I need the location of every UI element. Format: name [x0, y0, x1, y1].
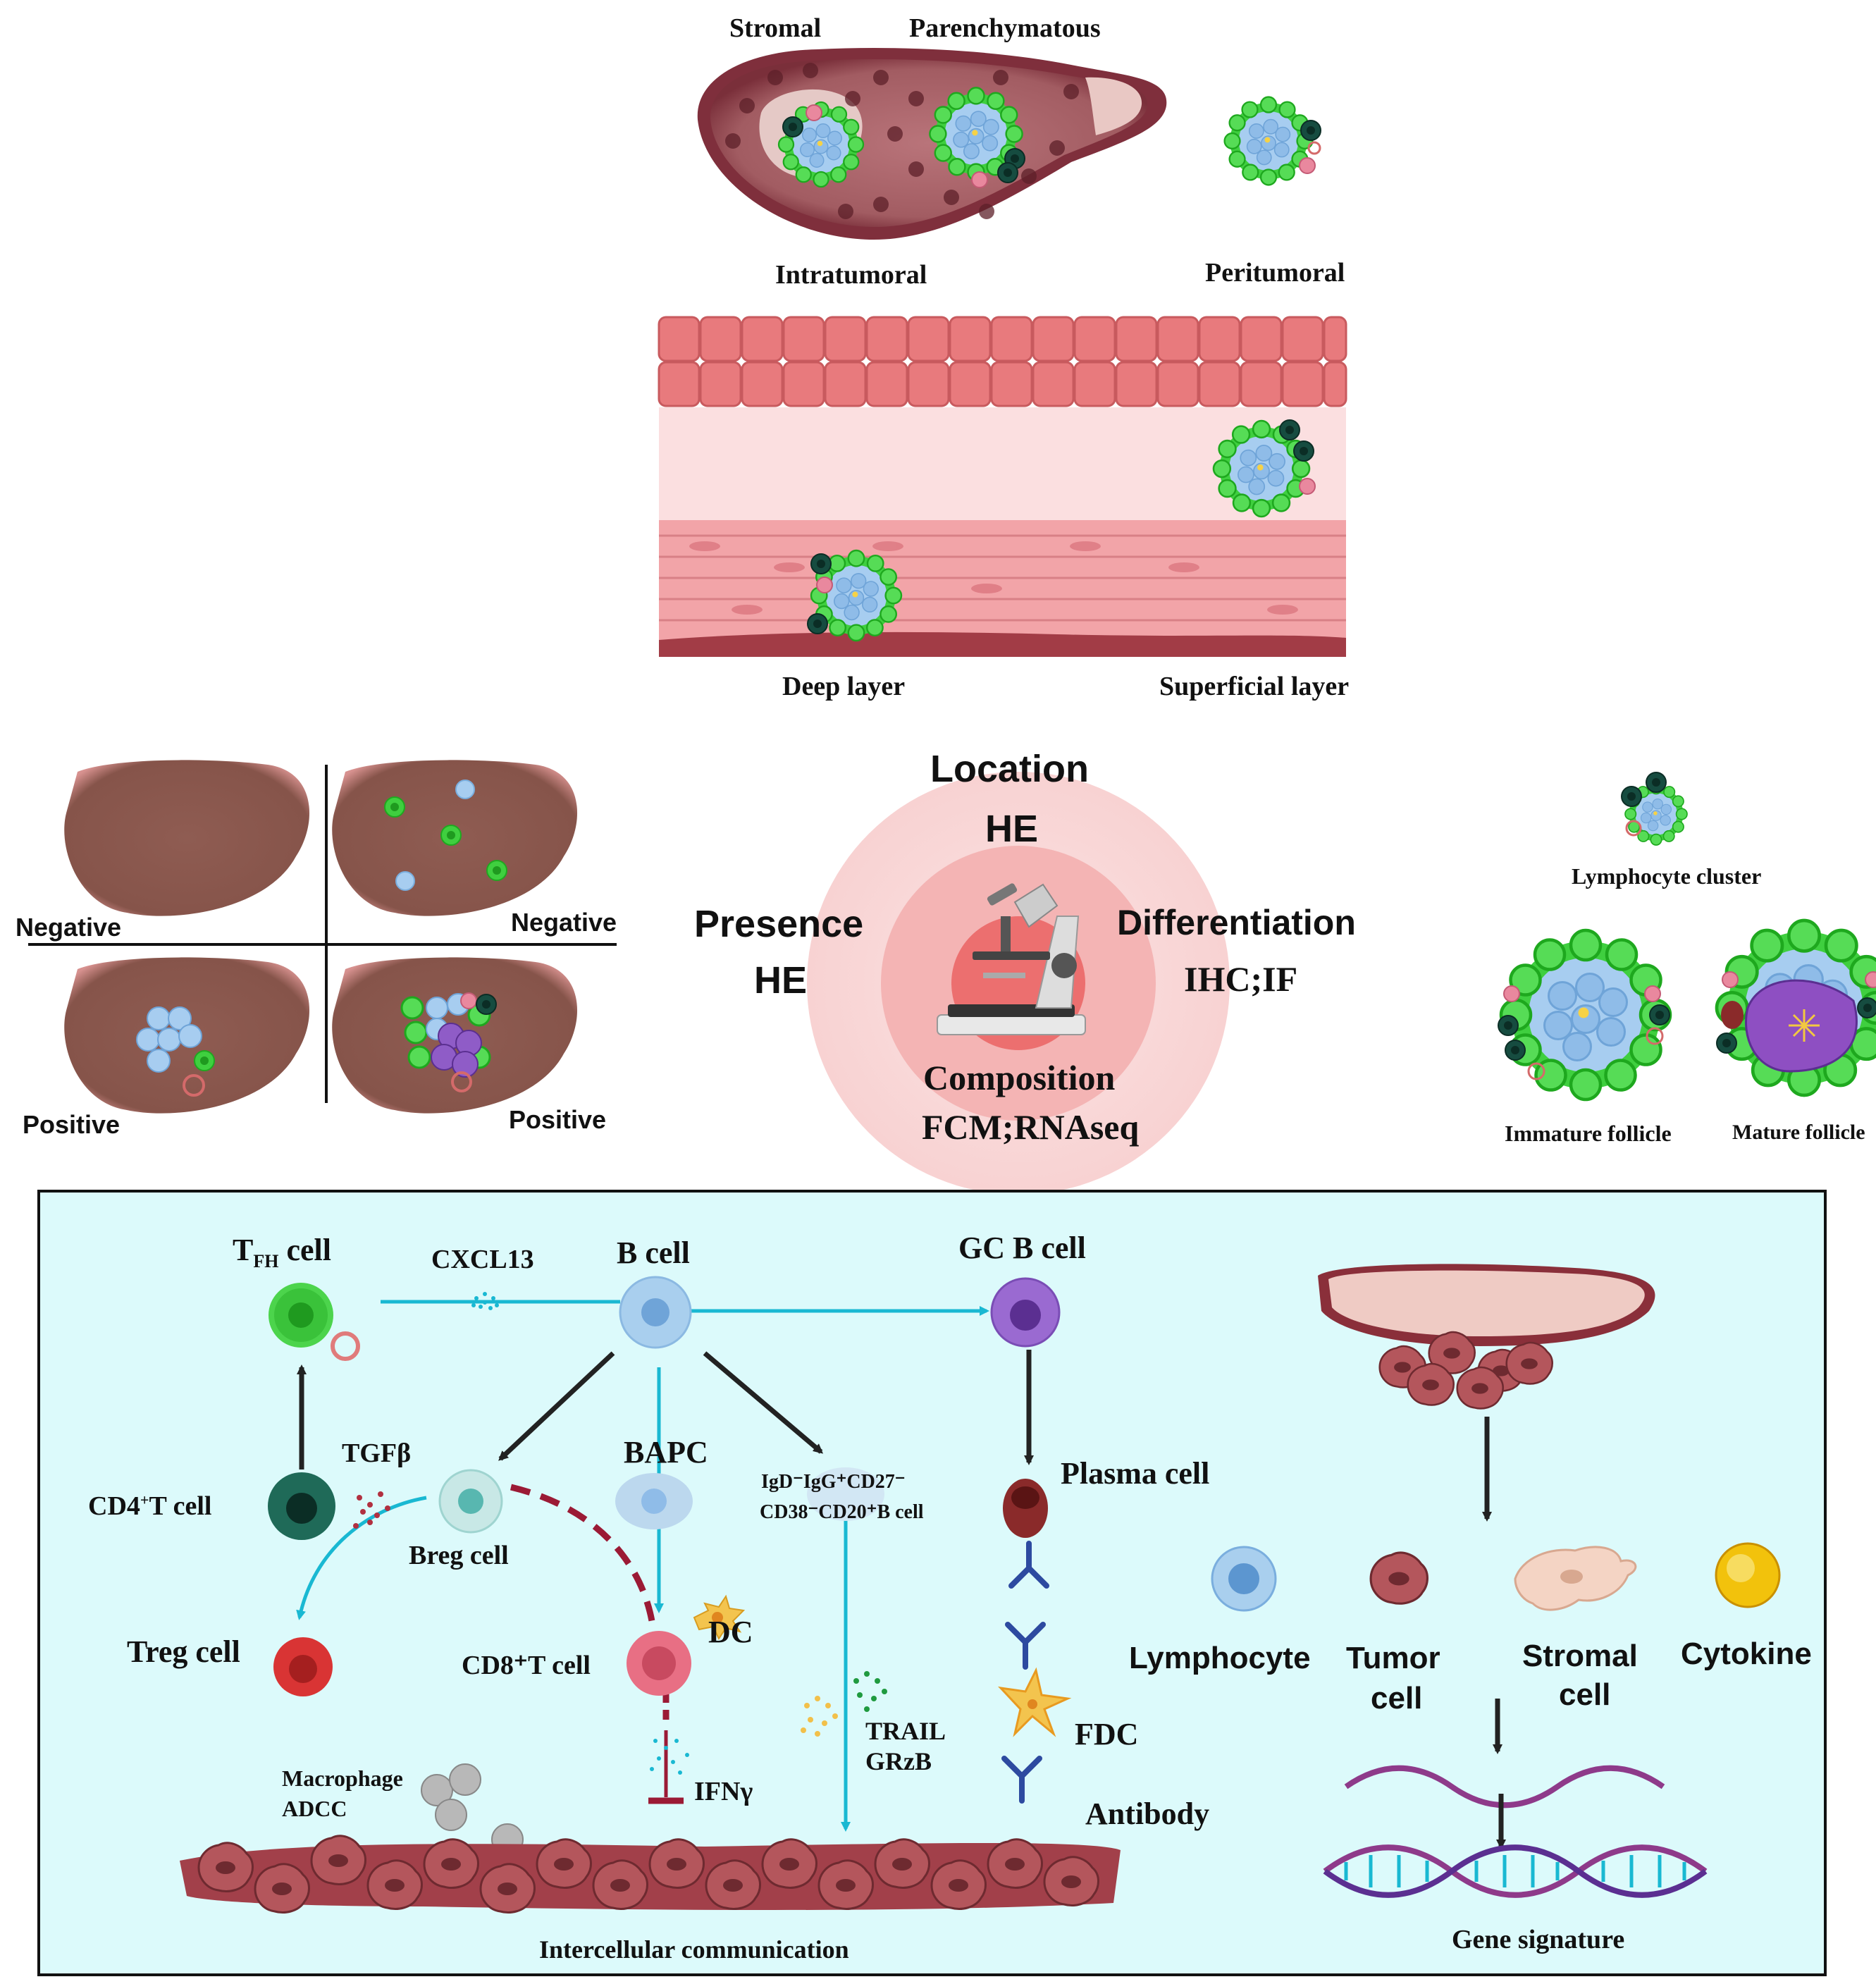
stromal-cell-legend-label-line1: Stromal	[1522, 1639, 1638, 1673]
tfh-cell-icon	[269, 1283, 333, 1348]
location-method-label: HE	[985, 808, 1039, 850]
dna-icon	[1323, 1844, 1708, 1898]
tissue-layers-illustration	[658, 316, 1347, 657]
quadrant-negative-top-left: Negative	[16, 913, 122, 942]
antibody-label: Antibody	[1085, 1797, 1210, 1831]
methods-circle	[807, 772, 1230, 1195]
differentiation-method-label: IHC;IF	[1184, 959, 1298, 999]
deep-layer-label: Deep layer	[782, 672, 906, 701]
cxcl13-label: CXCL13	[431, 1245, 534, 1274]
presence-method-label: HE	[754, 959, 808, 1002]
plasma-cell-icon	[1003, 1479, 1048, 1538]
bapc-label: BAPC	[624, 1435, 708, 1469]
tumor-legend-icon	[1369, 1551, 1429, 1605]
breg-cell-label: Breg cell	[409, 1541, 509, 1570]
grzb-label: GRzB	[865, 1747, 932, 1775]
differentiation-label: Differentiation	[1117, 903, 1356, 942]
trail-label: TRAIL	[865, 1717, 946, 1745]
cytokine-legend-label: Cytokine	[1681, 1637, 1812, 1671]
mature-follicle-label: Mature follicle	[1732, 1121, 1865, 1144]
bapc-icon	[615, 1473, 693, 1529]
treg-cell-icon	[273, 1637, 333, 1696]
microscope-icon	[937, 883, 1086, 1035]
gc-b-cell-icon	[990, 1277, 1061, 1348]
gene-signature-label: Gene signature	[1452, 1925, 1625, 1954]
presence-label: Presence	[694, 903, 864, 945]
composition-method-label: FCM;RNAseq	[922, 1107, 1140, 1147]
tumor-sample-illustration	[1318, 1264, 1655, 1410]
stromal-cell-legend-label-line2: cell	[1559, 1677, 1611, 1712]
parenchymatous-label: Parenchymatous	[909, 13, 1101, 43]
treg-cell-label: Treg cell	[127, 1634, 240, 1669]
bottom-panel	[37, 1190, 1827, 1976]
dc-icon	[693, 1594, 746, 1641]
breg-cell-icon	[438, 1469, 503, 1534]
b-cell-icon	[619, 1276, 692, 1349]
fdc-label: FDC	[1075, 1717, 1139, 1751]
peritumoral-label: Peritumoral	[1205, 258, 1345, 288]
b-cell-label: B cell	[617, 1236, 690, 1270]
tumor-cell-legend-label-line2: cell	[1371, 1681, 1423, 1715]
quadrant-negative-top-right: Negative	[511, 908, 617, 937]
macrophage-label: Macrophage	[282, 1766, 403, 1791]
gc-b-cell-label: GC B cell	[958, 1231, 1086, 1265]
igd-b-cell-label-line1: IgD⁻IgG⁺CD27⁻	[761, 1471, 906, 1493]
lymphocyte-legend-label: Lymphocyte	[1129, 1641, 1311, 1675]
quadrant-positive-bottom-right: Positive	[509, 1105, 607, 1134]
fdc-icon	[998, 1667, 1072, 1737]
lymphocyte-cluster-label: Lymphocyte cluster	[1572, 863, 1762, 889]
dc-label: DC	[708, 1615, 753, 1649]
location-label: Location	[930, 748, 1089, 790]
maturity-illustration	[1498, 772, 1876, 1099]
immature-follicle-label: Immature follicle	[1505, 1121, 1672, 1146]
superficial-layer-label: Superficial layer	[1159, 672, 1350, 701]
cd8-t-cell-icon	[627, 1631, 691, 1696]
quadrant-positive-bottom-left: Positive	[23, 1110, 121, 1139]
plasma-cell-label: Plasma cell	[1061, 1456, 1210, 1491]
tumor-cell-legend-label-line1: Tumor	[1346, 1641, 1440, 1675]
quadrant-illustration	[28, 760, 617, 1114]
tgfb-label: TGFβ	[342, 1438, 412, 1468]
stromal-label: Stromal	[729, 13, 822, 43]
cd4-t-cell-icon	[268, 1472, 335, 1540]
adcc-label: ADCC	[282, 1796, 347, 1821]
igd-b-cell-label-line2: CD38⁻CD20⁺B cell	[760, 1501, 924, 1523]
ifng-label: IFNγ	[694, 1777, 753, 1806]
stromal-legend-icon	[1514, 1546, 1637, 1611]
tfh-cell-label: TFH cell	[233, 1233, 331, 1271]
cd8-t-cell-label: CD8⁺T cell	[462, 1651, 591, 1680]
cytokine-legend-icon	[1715, 1542, 1781, 1608]
composition-label: Composition	[923, 1058, 1116, 1097]
tumor-section-illustration	[697, 48, 1321, 240]
cd4-t-cell-label: CD4+T cell	[88, 1491, 212, 1521]
tumor-strip	[180, 1835, 1121, 1914]
intercellular-communication-label: Intercellular communication	[539, 1935, 849, 1964]
intratumoral-label: Intratumoral	[775, 260, 927, 290]
macrophage-icon	[421, 1763, 524, 1856]
antibody-icon	[1001, 1541, 1049, 1804]
lymphocyte-legend-icon	[1211, 1546, 1277, 1612]
